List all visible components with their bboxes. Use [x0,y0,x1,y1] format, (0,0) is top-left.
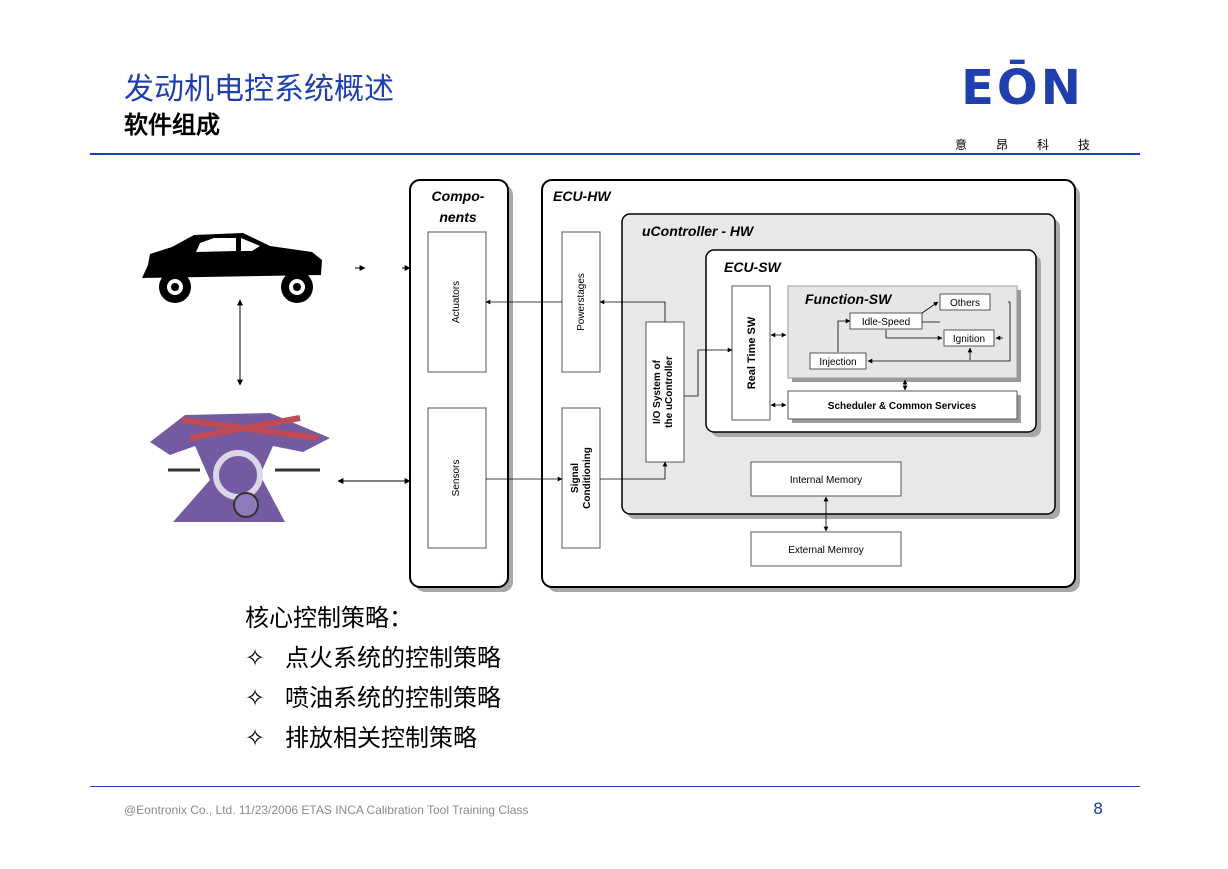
logo-char: 技 [1077,138,1090,152]
car-icon [142,233,322,303]
logo-char: 昂 [995,138,1008,152]
logo-char: 科 [1036,138,1049,152]
others-label: Others [950,298,980,309]
page-subtitle: 软件组成 [124,111,220,139]
idle-speed-label: Idle-Speed [862,317,910,328]
io-system-label: the uController [664,356,675,428]
engine-icon [150,413,330,522]
header-divider [90,153,1140,155]
page-title: 发动机电控系统概述 [124,72,394,107]
strategy-item: ✧ 喷油系统的控制策略 [245,678,501,718]
signal-label: Conditioning [582,447,593,509]
bullet-icon: ✧ [245,684,266,712]
bullet-icon: ✧ [245,644,266,672]
scheduler-label: Scheduler & Common Services [828,401,977,412]
signal-label: Signal [570,463,581,493]
ucontroller-hw-title: uController - HW [642,223,755,239]
powerstages-label: Powerstages [576,273,587,331]
strategy-text: 排放相关控制策略 [285,724,477,752]
core-strategies: 核心控制策略： ✧ 点火系统的控制策略 ✧ 喷油系统的控制策略 ✧ 排放相关控制策略 [245,598,501,758]
strategy-item: ✧ 点火系统的控制策略 [245,638,501,678]
io-system-label: I/O System of [652,359,663,424]
ignition-label: Ignition [953,334,985,345]
eon-logo: EŌN 意 昂 科 技 [955,60,1090,155]
components-title: nents [439,209,477,225]
strategy-text: 喷油系统的控制策略 [285,684,501,712]
ecu-hw-title: ECU-HW [553,188,612,204]
bullet-icon: ✧ [245,724,266,752]
footer-divider [90,786,1140,787]
ecu-sw-title: ECU-SW [724,259,783,275]
strategy-text: 点火系统的控制策略 [285,644,501,672]
actuators-label: Actuators [451,281,462,323]
sensors-label: Sensors [451,460,462,497]
injection-label: Injection [819,357,856,368]
real-time-sw-label: Real Time SW [746,316,758,389]
logo-wordmark: EŌN [961,60,1084,116]
function-sw-title: Function-SW [805,291,893,307]
strategy-item: ✧ 排放相关控制策略 [245,718,501,758]
logo-subtext: 意 昂 科 技 [955,136,1090,153]
page-number: 8 [1093,799,1104,818]
internal-memory-label: Internal Memory [790,475,862,486]
core-heading: 核心控制策略： [245,604,413,632]
footer-text: @Eontronix Co., Ltd. 11/23/2006 ETAS INC… [124,803,529,817]
logo-char: 意 [955,138,968,152]
components-title: Compo- [432,188,485,204]
external-memory-label: External Memroy [788,545,864,556]
